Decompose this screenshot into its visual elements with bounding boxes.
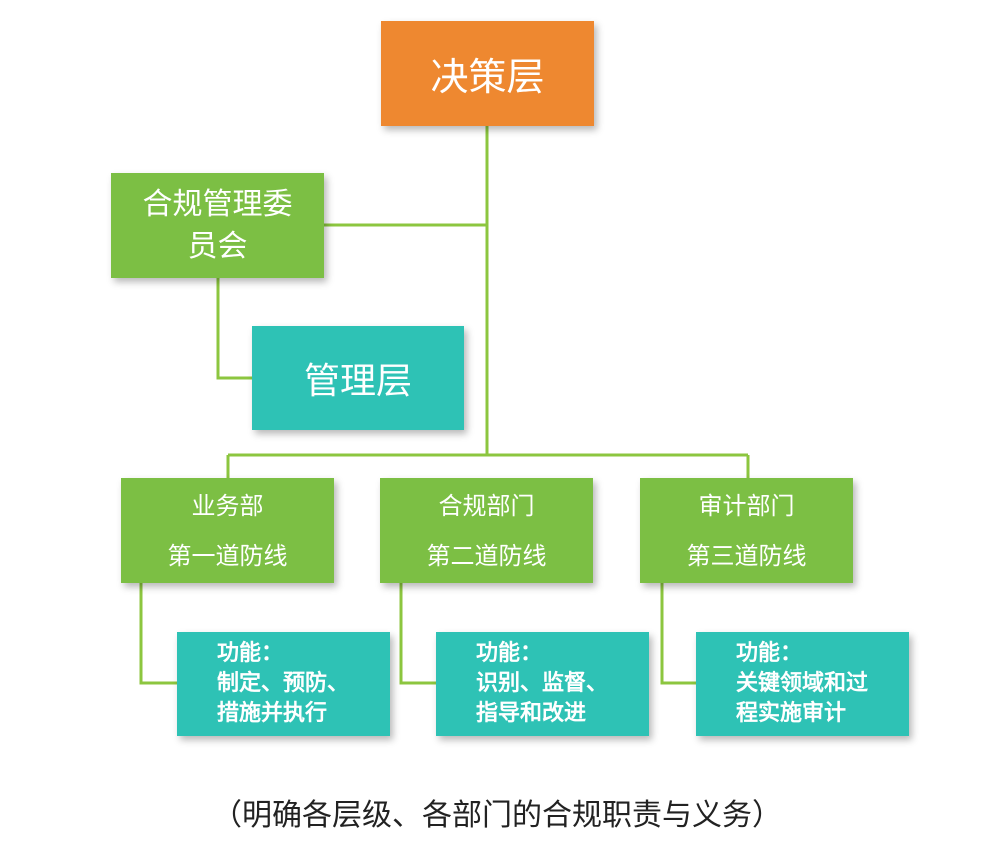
function-line: 关键领域和过 <box>736 671 869 696</box>
business-function-box: 功能： 制定、预防、 措施并执行 <box>177 632 390 736</box>
audit-department-box: 审计部门 第三道防线 <box>640 478 853 583</box>
compliance-committee-box: 合规管理委 员会 <box>111 173 324 278</box>
function-title: 功能： <box>217 641 284 666</box>
department-name: 合规部门 <box>438 491 535 520</box>
management-layer-label: 管理层 <box>303 361 412 402</box>
function-title: 功能： <box>736 641 803 666</box>
defense-line-label: 第二道防线 <box>426 541 547 570</box>
department-name: 业务部 <box>191 491 264 520</box>
compliance-function-box: 功能： 识别、监督、 指导和改进 <box>436 632 649 736</box>
committee-label-line-1: 合规管理委 <box>142 186 293 222</box>
business-department-box: 业务部 第一道防线 <box>121 478 334 583</box>
defense-line-label: 第一道防线 <box>167 541 288 570</box>
function-line: 识别、监督、 <box>476 671 609 696</box>
defense-line-label: 第三道防线 <box>686 541 807 570</box>
function-line: 制定、预防、 <box>217 671 350 696</box>
committee-label-line-2: 员会 <box>187 228 248 264</box>
dept-func-line-0 <box>139 583 177 685</box>
department-name: 审计部门 <box>698 491 795 520</box>
dept-func-line-2 <box>660 583 696 685</box>
compliance-department-box: 合规部门 第二道防线 <box>380 478 593 583</box>
management-layer-box: 管理层 <box>252 326 464 430</box>
function-line: 程实施审计 <box>736 701 847 726</box>
diagram-caption: （明确各层级、各部门的合规职责与义务） <box>212 798 782 833</box>
dept-func-line-1 <box>399 583 436 685</box>
function-line: 措施并执行 <box>217 701 328 726</box>
function-line: 指导和改进 <box>476 701 587 726</box>
decision-layer-box: 决策层 <box>381 21 594 126</box>
decision-layer-label: 决策层 <box>430 55 545 99</box>
function-title: 功能： <box>476 641 543 666</box>
audit-function-box: 功能： 关键领域和过 程实施审计 <box>696 632 909 736</box>
committee-to-management-line <box>216 278 252 380</box>
